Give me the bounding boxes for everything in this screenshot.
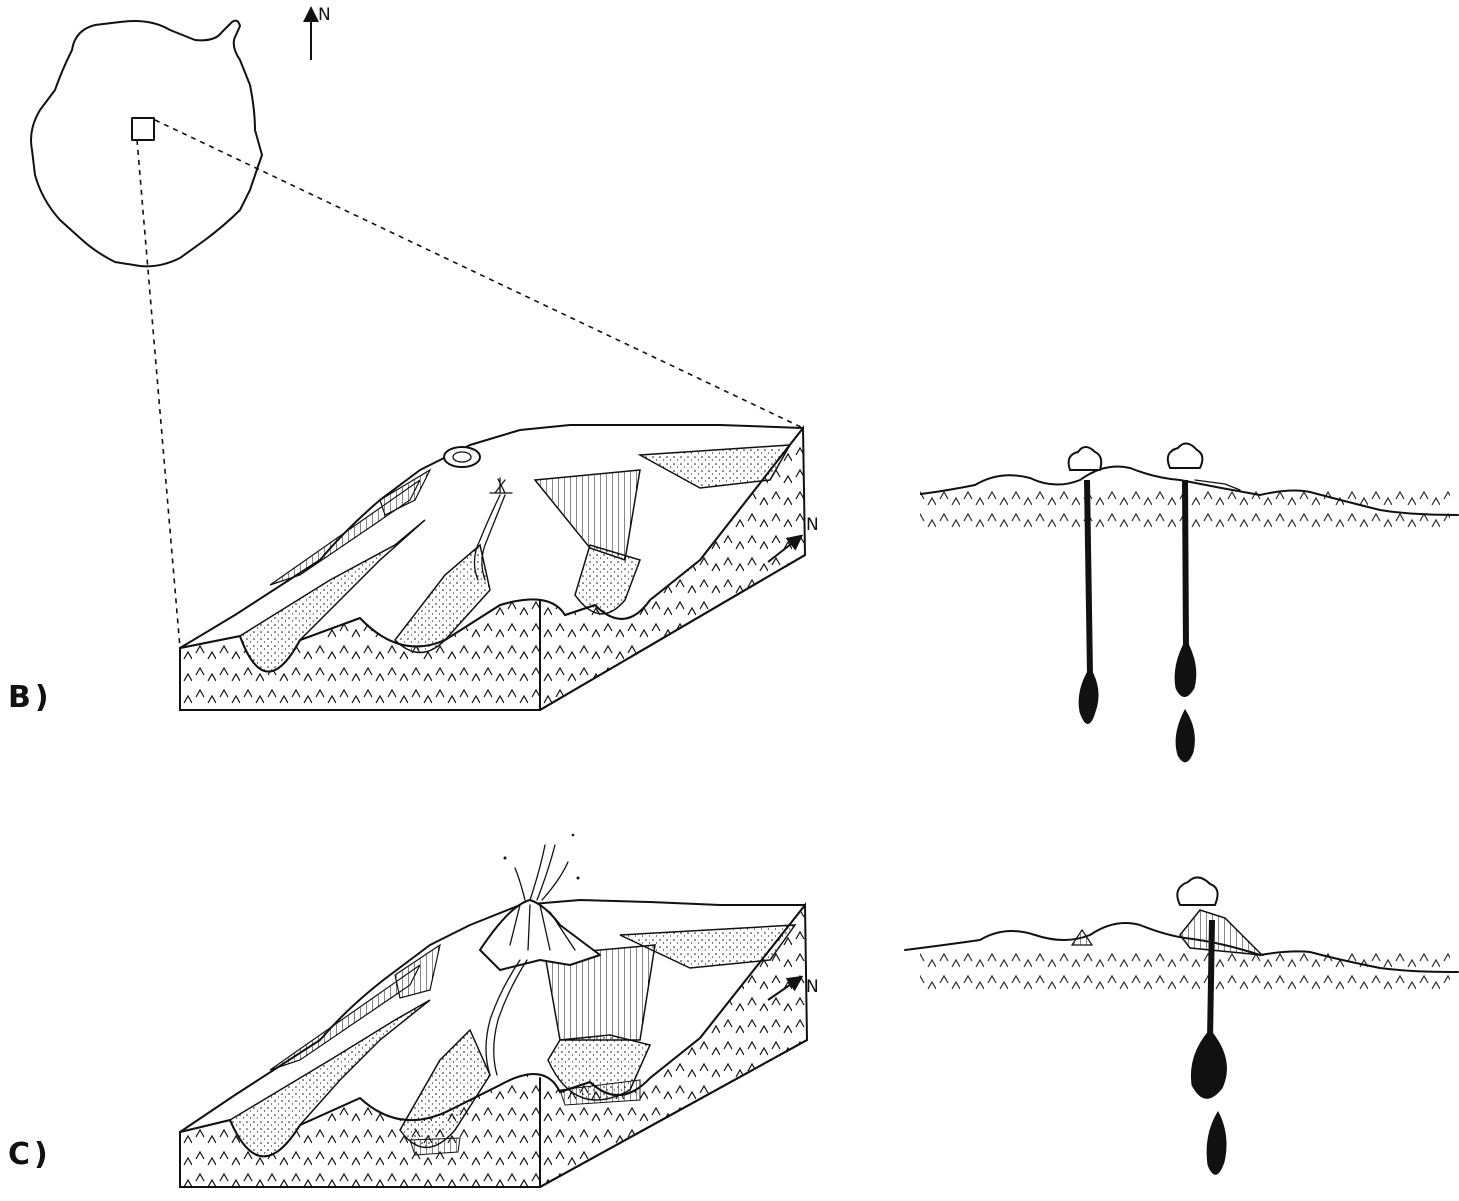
block-diagram-b [180,425,805,710]
north-label-b: N [806,515,819,535]
panel-label-c: C) [8,1137,52,1172]
profile-b [900,443,1458,761]
profile-c [905,877,1458,1174]
panel-label-b: B) [8,680,53,715]
north-label-c: N [806,977,819,997]
block-diagram-c [180,834,807,1187]
north-label-map: N [318,5,331,25]
island-map [31,21,262,267]
